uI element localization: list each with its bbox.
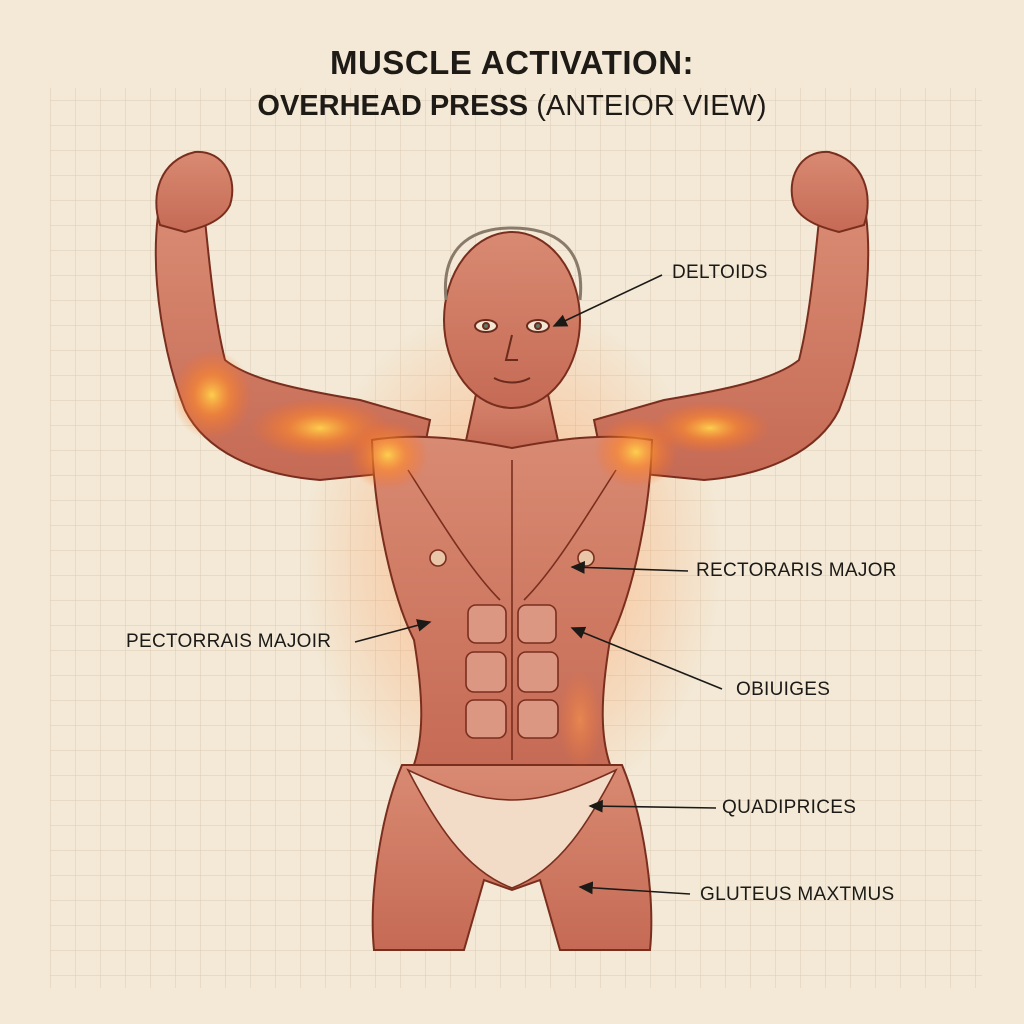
abdominal-muscles (465, 604, 559, 739)
leader-lines (354, 274, 723, 895)
face (474, 319, 550, 384)
arrow-obiuiges (570, 626, 723, 690)
arrow-deltoids (552, 274, 663, 327)
title-exercise: OVERHEAD PRESS (257, 90, 529, 122)
arrow-rectoraris-major (570, 561, 689, 574)
label-pectorrais-majoir: PECTORRAIS MAJOIR (126, 631, 332, 652)
chest-detail (407, 460, 617, 760)
label-gluteus-maxtmus: GLUTEUS MAXTMUS (700, 884, 895, 905)
title-line-1: MUSCLE ACTIVATION: (329, 44, 695, 81)
activation-glows (172, 350, 770, 770)
label-obiuiges: OBIUIGES (736, 679, 831, 700)
head (443, 231, 581, 409)
right-fist (790, 150, 869, 234)
arrow-pectorrais-majoir (354, 619, 432, 643)
left-fist (155, 150, 234, 234)
label-quadiprices: QUADIPRICES (722, 797, 857, 818)
label-rectoraris-major: RECTORARIS MAJOR (696, 560, 897, 581)
label-deltoids: DELTOIDS (672, 262, 768, 283)
title-view: (ANTEIOR VIEW) (536, 90, 767, 122)
arrow-quadiprices (588, 799, 717, 813)
title-line-2: OVERHEAD PRESS (ANTEIOR VIEW) (0, 90, 1024, 123)
arrow-gluteus-maxtmus (578, 881, 691, 895)
hair (443, 226, 583, 301)
pelvis-panel (406, 768, 618, 889)
